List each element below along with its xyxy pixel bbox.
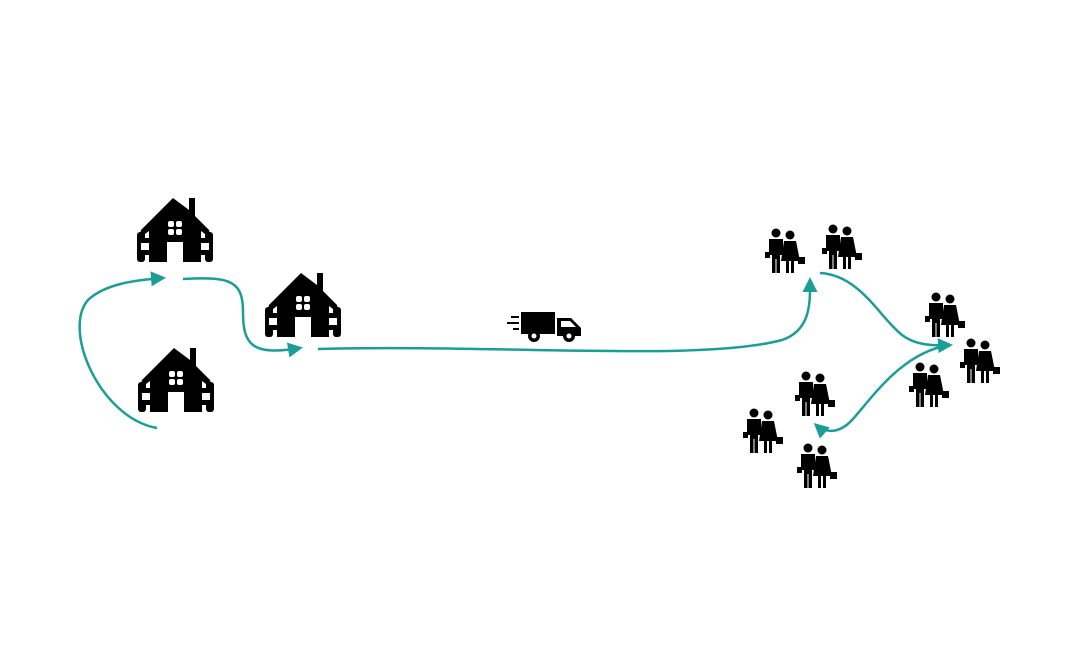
house-icon [137,198,213,262]
arrow-customers-to-cluster-right [819,271,953,354]
couple-shoppers-icon [765,228,805,273]
flow-arrows [78,271,953,439]
arrow-cluster-right-to-cluster-left [813,343,951,439]
couple-shoppers-icon [795,371,835,416]
couple-shoppers-icon [960,338,1000,383]
house-icon [265,273,341,337]
arrow-house1-to-house2 [182,277,303,358]
couple-shoppers-icon [925,292,965,337]
couple-shoppers-icon [909,362,949,407]
house-icon [138,348,214,412]
arrow-house3-to-house1 [78,271,166,430]
arrow-house2-to-customers [317,277,818,353]
delivery-truck-icon [507,312,581,342]
couple-shoppers-icon [797,443,837,488]
couple-shoppers-icon [822,224,862,269]
couple-shoppers-icon [743,408,783,453]
